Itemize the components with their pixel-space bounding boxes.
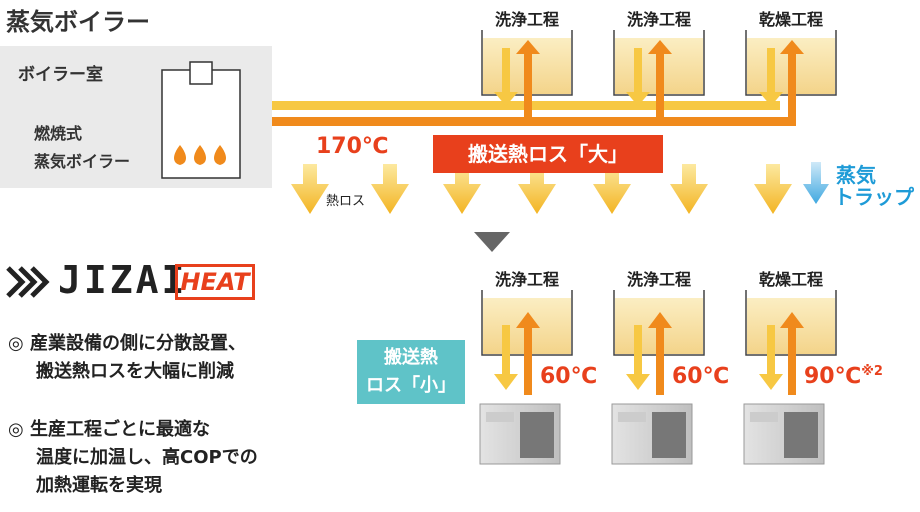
bullet-1-line1: 産業設備の側に分散設置、 <box>30 333 246 354</box>
bullet-1-line2: 搬送熱ロスを大幅に削減 <box>36 361 234 382</box>
bullet-2-line2: 温度に加温し、高COPでの <box>36 447 258 468</box>
flame-icon <box>174 145 226 165</box>
transport-loss-large-badge: 搬送熱ロス「大」 <box>433 135 663 173</box>
top-process-label-1: 洗浄工程 <box>494 10 559 29</box>
boiler-type-line2: 蒸気ボイラー <box>34 152 131 171</box>
jizai-logo-icon <box>6 266 50 298</box>
steam-pipes <box>272 101 796 126</box>
top-temperature: 170℃ <box>316 134 389 159</box>
bottom-process-label-1: 洗浄工程 <box>494 270 559 289</box>
bottom-tank-2 <box>611 290 705 465</box>
bottom-temperature-1: 60℃ <box>540 364 598 389</box>
heat-loss-label: 熱ロス <box>326 194 366 209</box>
bottom-temperature-3: 90℃※2 <box>804 364 883 389</box>
steam-trap-arrow-icon <box>803 162 829 204</box>
transport-loss-small-line1: 搬送熱 <box>384 347 438 368</box>
boiler-room-label: ボイラー室 <box>18 65 103 85</box>
bottom-process-label-2: 洗浄工程 <box>626 270 691 289</box>
top-tank-2 <box>613 30 705 122</box>
top-tank-3 <box>745 30 837 122</box>
top-tank-1 <box>481 30 573 122</box>
transport-loss-small-badge: 搬送熱 ロス「小」 <box>357 340 465 404</box>
bullet-1-mark: ◎ <box>8 333 24 354</box>
bullet-2-line3: 加熱運転を実現 <box>36 475 162 496</box>
bottom-temperature-3-value: 90℃ <box>804 364 862 389</box>
bottom-tank-1 <box>479 290 573 465</box>
heat-badge: HEAT <box>175 264 255 300</box>
heat-loss-arrows <box>291 164 792 214</box>
page-title: 蒸気ボイラー <box>6 8 150 36</box>
bullet-2-line1: 生産工程ごとに最適な <box>30 419 210 440</box>
bottom-tank-3 <box>743 290 837 465</box>
bottom-process-units <box>479 290 837 465</box>
top-process-label-2: 洗浄工程 <box>626 10 691 29</box>
jizai-logo-text: JIZAI <box>58 258 188 302</box>
bottom-process-label-3: 乾燥工程 <box>758 270 823 289</box>
boiler-type-label: 燃焼式 蒸気ボイラー <box>34 120 130 176</box>
top-process-tanks <box>481 30 837 122</box>
transition-arrow-icon <box>474 232 510 252</box>
steam-trap-label: 蒸気 トラップ <box>834 164 914 208</box>
boiler-type-line1: 燃焼式 <box>34 124 83 143</box>
bullet-2: ◎ 生産工程ごとに最適な 温度に加温し、高COPでの 加熱運転を実現 <box>8 416 258 500</box>
top-process-label-3: 乾燥工程 <box>758 10 823 29</box>
boiler-machine <box>161 61 241 179</box>
transport-loss-small-line2: ロス「小」 <box>366 375 456 396</box>
bottom-temperature-2: 60℃ <box>672 364 730 389</box>
bullet-2-mark: ◎ <box>8 419 24 440</box>
footnote-mark: ※2 <box>861 364 883 379</box>
bullet-1: ◎ 産業設備の側に分散設置、 搬送熱ロスを大幅に削減 <box>8 330 246 386</box>
steam-trap-line1: 蒸気 <box>836 163 876 187</box>
steam-trap-line2: トラップ <box>834 185 914 209</box>
